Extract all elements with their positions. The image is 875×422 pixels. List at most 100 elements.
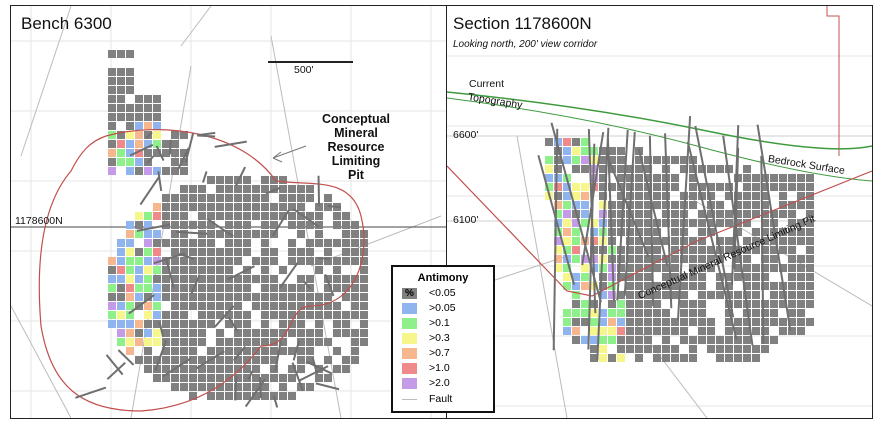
block-cell	[806, 318, 814, 326]
drillhole-trace	[694, 125, 735, 318]
block-cell	[761, 255, 769, 263]
block-cell	[135, 113, 143, 121]
block-cell	[743, 219, 751, 227]
block-cell	[252, 392, 260, 400]
block-cell	[635, 246, 643, 254]
block-cell	[144, 131, 152, 139]
block-cell	[243, 284, 251, 292]
block-cell	[144, 221, 152, 229]
block-cell	[333, 320, 341, 328]
topography-label: Current Topography	[467, 78, 524, 111]
block-cell	[216, 212, 224, 220]
block-cell	[563, 201, 571, 209]
legend-label: Fault	[429, 393, 453, 405]
drillhole-trace	[311, 357, 319, 375]
block-cell	[599, 318, 607, 326]
legend-row: >0.3	[402, 332, 492, 345]
block-cell	[207, 293, 215, 301]
drillhole-trace	[271, 209, 290, 237]
block-cell	[288, 248, 296, 256]
block-cell	[360, 302, 368, 310]
block-cell	[572, 147, 580, 155]
block-cell	[761, 264, 769, 272]
block-cell	[198, 239, 206, 247]
pit-label: Conceptual Mineral Resource Limiting Pit	[311, 112, 401, 182]
block-cell	[761, 345, 769, 353]
block-cell	[180, 302, 188, 310]
block-cell	[171, 167, 179, 175]
block-cell	[153, 122, 161, 130]
block-cell	[171, 158, 179, 166]
block-cell	[108, 293, 116, 301]
block-cell	[671, 237, 679, 245]
block-cell	[117, 248, 125, 256]
block-cell	[207, 248, 215, 256]
block-cell	[707, 255, 715, 263]
block-cell	[297, 356, 305, 364]
block-cell	[180, 248, 188, 256]
block-cell	[617, 255, 625, 263]
block-cell	[725, 273, 733, 281]
drillhole-trace	[145, 131, 153, 139]
block-cell	[590, 300, 598, 308]
block-cell	[153, 248, 161, 256]
block-cell	[689, 237, 697, 245]
block-cell	[126, 77, 134, 85]
block-cell	[180, 212, 188, 220]
block-cell	[572, 291, 580, 299]
pit-label-line: Conceptual	[321, 112, 391, 126]
block-cell	[117, 320, 125, 328]
block-cell	[599, 309, 607, 317]
block-cell	[153, 230, 161, 238]
block-cell	[162, 320, 170, 328]
drillhole-trace	[722, 135, 754, 346]
block-cell	[324, 338, 332, 346]
block-cell	[788, 174, 796, 182]
block-cell	[734, 291, 742, 299]
block-cell	[243, 338, 251, 346]
fault-line	[180, 6, 212, 47]
block-cell	[171, 248, 179, 256]
topography-line	[447, 91, 872, 150]
block-cell	[144, 266, 152, 274]
block-cell	[225, 347, 233, 355]
block-cell	[198, 266, 206, 274]
block-cell	[279, 392, 287, 400]
block-cell	[180, 185, 188, 193]
block-cell	[144, 311, 152, 319]
block-cell	[617, 318, 625, 326]
block-cell	[806, 246, 814, 254]
block-cell	[288, 221, 296, 229]
block-cell	[117, 329, 125, 337]
block-cell	[315, 221, 323, 229]
block-cell	[788, 309, 796, 317]
drillhole-trace	[155, 145, 165, 161]
block-cell	[662, 264, 670, 272]
block-cell	[581, 318, 589, 326]
block-cell	[662, 282, 670, 290]
block-cell	[108, 320, 116, 328]
block-cell	[315, 257, 323, 265]
drillhole-trace	[153, 252, 186, 265]
block-cell	[108, 50, 116, 58]
block-cell	[126, 320, 134, 328]
block-cell	[135, 356, 143, 364]
block-cell	[333, 311, 341, 319]
block-cell	[216, 257, 224, 265]
block-cell	[779, 264, 787, 272]
block-cell	[797, 318, 805, 326]
block-cell	[126, 284, 134, 292]
block-cell	[581, 264, 589, 272]
block-cell	[671, 174, 679, 182]
block-cell	[734, 345, 742, 353]
block-cell	[716, 291, 724, 299]
block-cell	[716, 255, 724, 263]
block-cell	[144, 167, 152, 175]
bench-plan-map	[11, 6, 446, 418]
block-cell	[216, 203, 224, 211]
drillhole-trace	[760, 155, 765, 345]
block-cell	[761, 174, 769, 182]
block-cell	[590, 345, 598, 353]
drillhole-trace	[581, 131, 605, 266]
block-cell	[288, 284, 296, 292]
